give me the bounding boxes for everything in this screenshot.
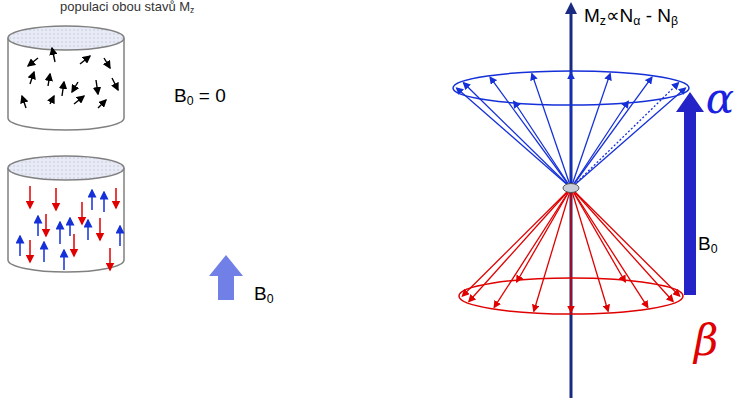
nucleus [563,184,579,193]
spin-arrow [534,188,571,311]
spin-arrow [30,72,34,84]
precession-cone [457,73,686,313]
spin-arrow [571,188,625,282]
z-axis [570,12,573,398]
spin-arrow [28,58,38,66]
spin-arrow [571,188,648,307]
state-symbol: β [694,318,718,364]
spin-arrow [29,240,31,262]
spin-arrow [29,186,31,208]
spin-arrow [514,101,571,188]
spin-arrow [103,192,105,212]
spin-arrow [517,188,571,282]
spin-arrow [119,226,121,246]
spin-arrow [55,188,57,210]
spin-arrow [45,214,47,236]
spin-arrow [104,58,110,68]
sample-cylinder [8,156,124,272]
aligned-spins [20,186,120,270]
spin-arrow [37,216,39,236]
sample-cylinder [8,26,124,130]
spin-arrow [532,74,571,188]
spin-arrow [59,222,61,244]
label: Mz∝Nα - Nβ [584,6,678,27]
label: B0 [698,234,718,255]
axis-head [565,2,577,14]
spin-arrow [50,96,54,104]
label: B0 [254,284,274,305]
spin-arrow [570,188,571,312]
field-arrow [209,255,243,300]
label: populaci obou stavů Mz [60,0,194,14]
spin-arrow [22,96,26,108]
spin-arrow [62,82,64,96]
spin-arrow [571,188,673,302]
spin-arrow [570,73,571,188]
state-symbol: α [706,76,734,122]
spin-arrow [52,48,55,62]
spin-arrow [109,248,111,270]
spin-arrow [469,188,571,302]
spin-arrow [490,77,571,188]
field-arrow [676,92,704,295]
spin-arrow [73,234,75,256]
spin-arrow [43,242,45,262]
spin-arrow [96,80,98,94]
random-spins [22,48,118,108]
spin-arrow [463,83,571,188]
spin-arrow [571,101,628,188]
spin-arrow [99,218,101,240]
spin-arrow [87,220,89,240]
spin-arrow [74,96,84,104]
label: B0 = 0 [174,86,226,107]
spin-arrow [494,188,571,307]
spin-arrow [571,188,680,296]
spin-arrow [91,190,93,210]
spin-arrow [98,100,106,108]
spin-arrow [81,202,83,224]
spin-arrow [112,78,118,90]
spin-arrow [571,83,679,188]
spin-arrow [63,250,65,270]
spin-arrow [80,56,90,64]
spin-arrow [115,188,117,208]
spin-arrow [72,82,78,92]
spin-arrow [571,77,652,188]
spin-arrow [48,74,50,86]
spin-arrow [571,88,685,188]
spin-arrow [69,218,71,236]
spin-arrow [19,236,21,256]
